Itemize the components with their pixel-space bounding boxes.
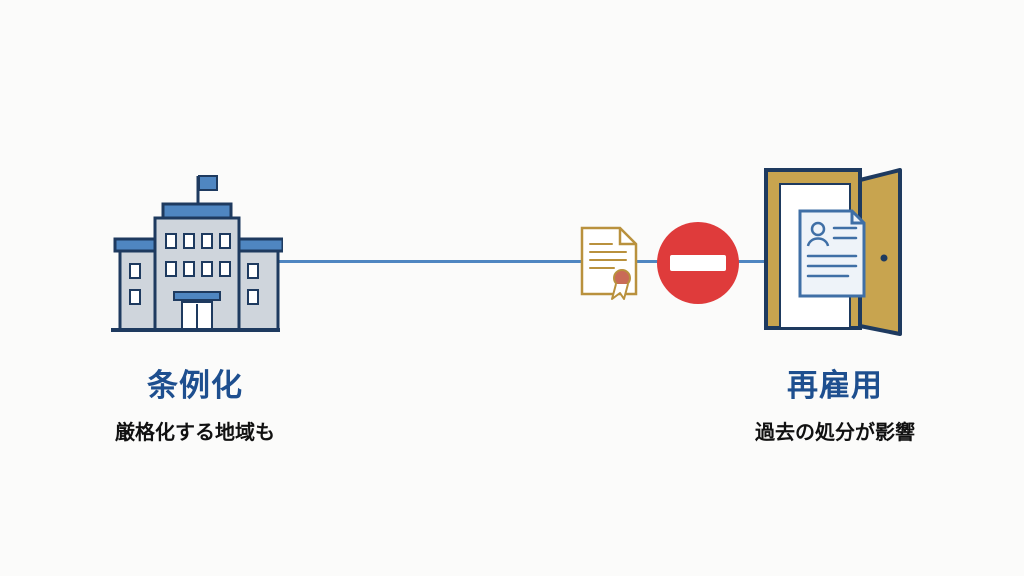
right-title: 再雇用 [787,368,883,404]
right-label-block: 再雇用 過去の処分が影響 [710,366,960,446]
government-building-icon [108,168,285,336]
certificate-icon [578,224,640,302]
right-subtitle: 過去の処分が影響 [755,420,915,444]
connector-line [270,260,770,263]
left-subtitle: 厳格化する地域も [115,420,275,444]
open-door-with-resume-icon [760,166,910,336]
left-label-block: 条例化 厳格化する地域も [70,366,320,446]
no-entry-icon [655,220,741,306]
left-title: 条例化 [147,368,243,404]
